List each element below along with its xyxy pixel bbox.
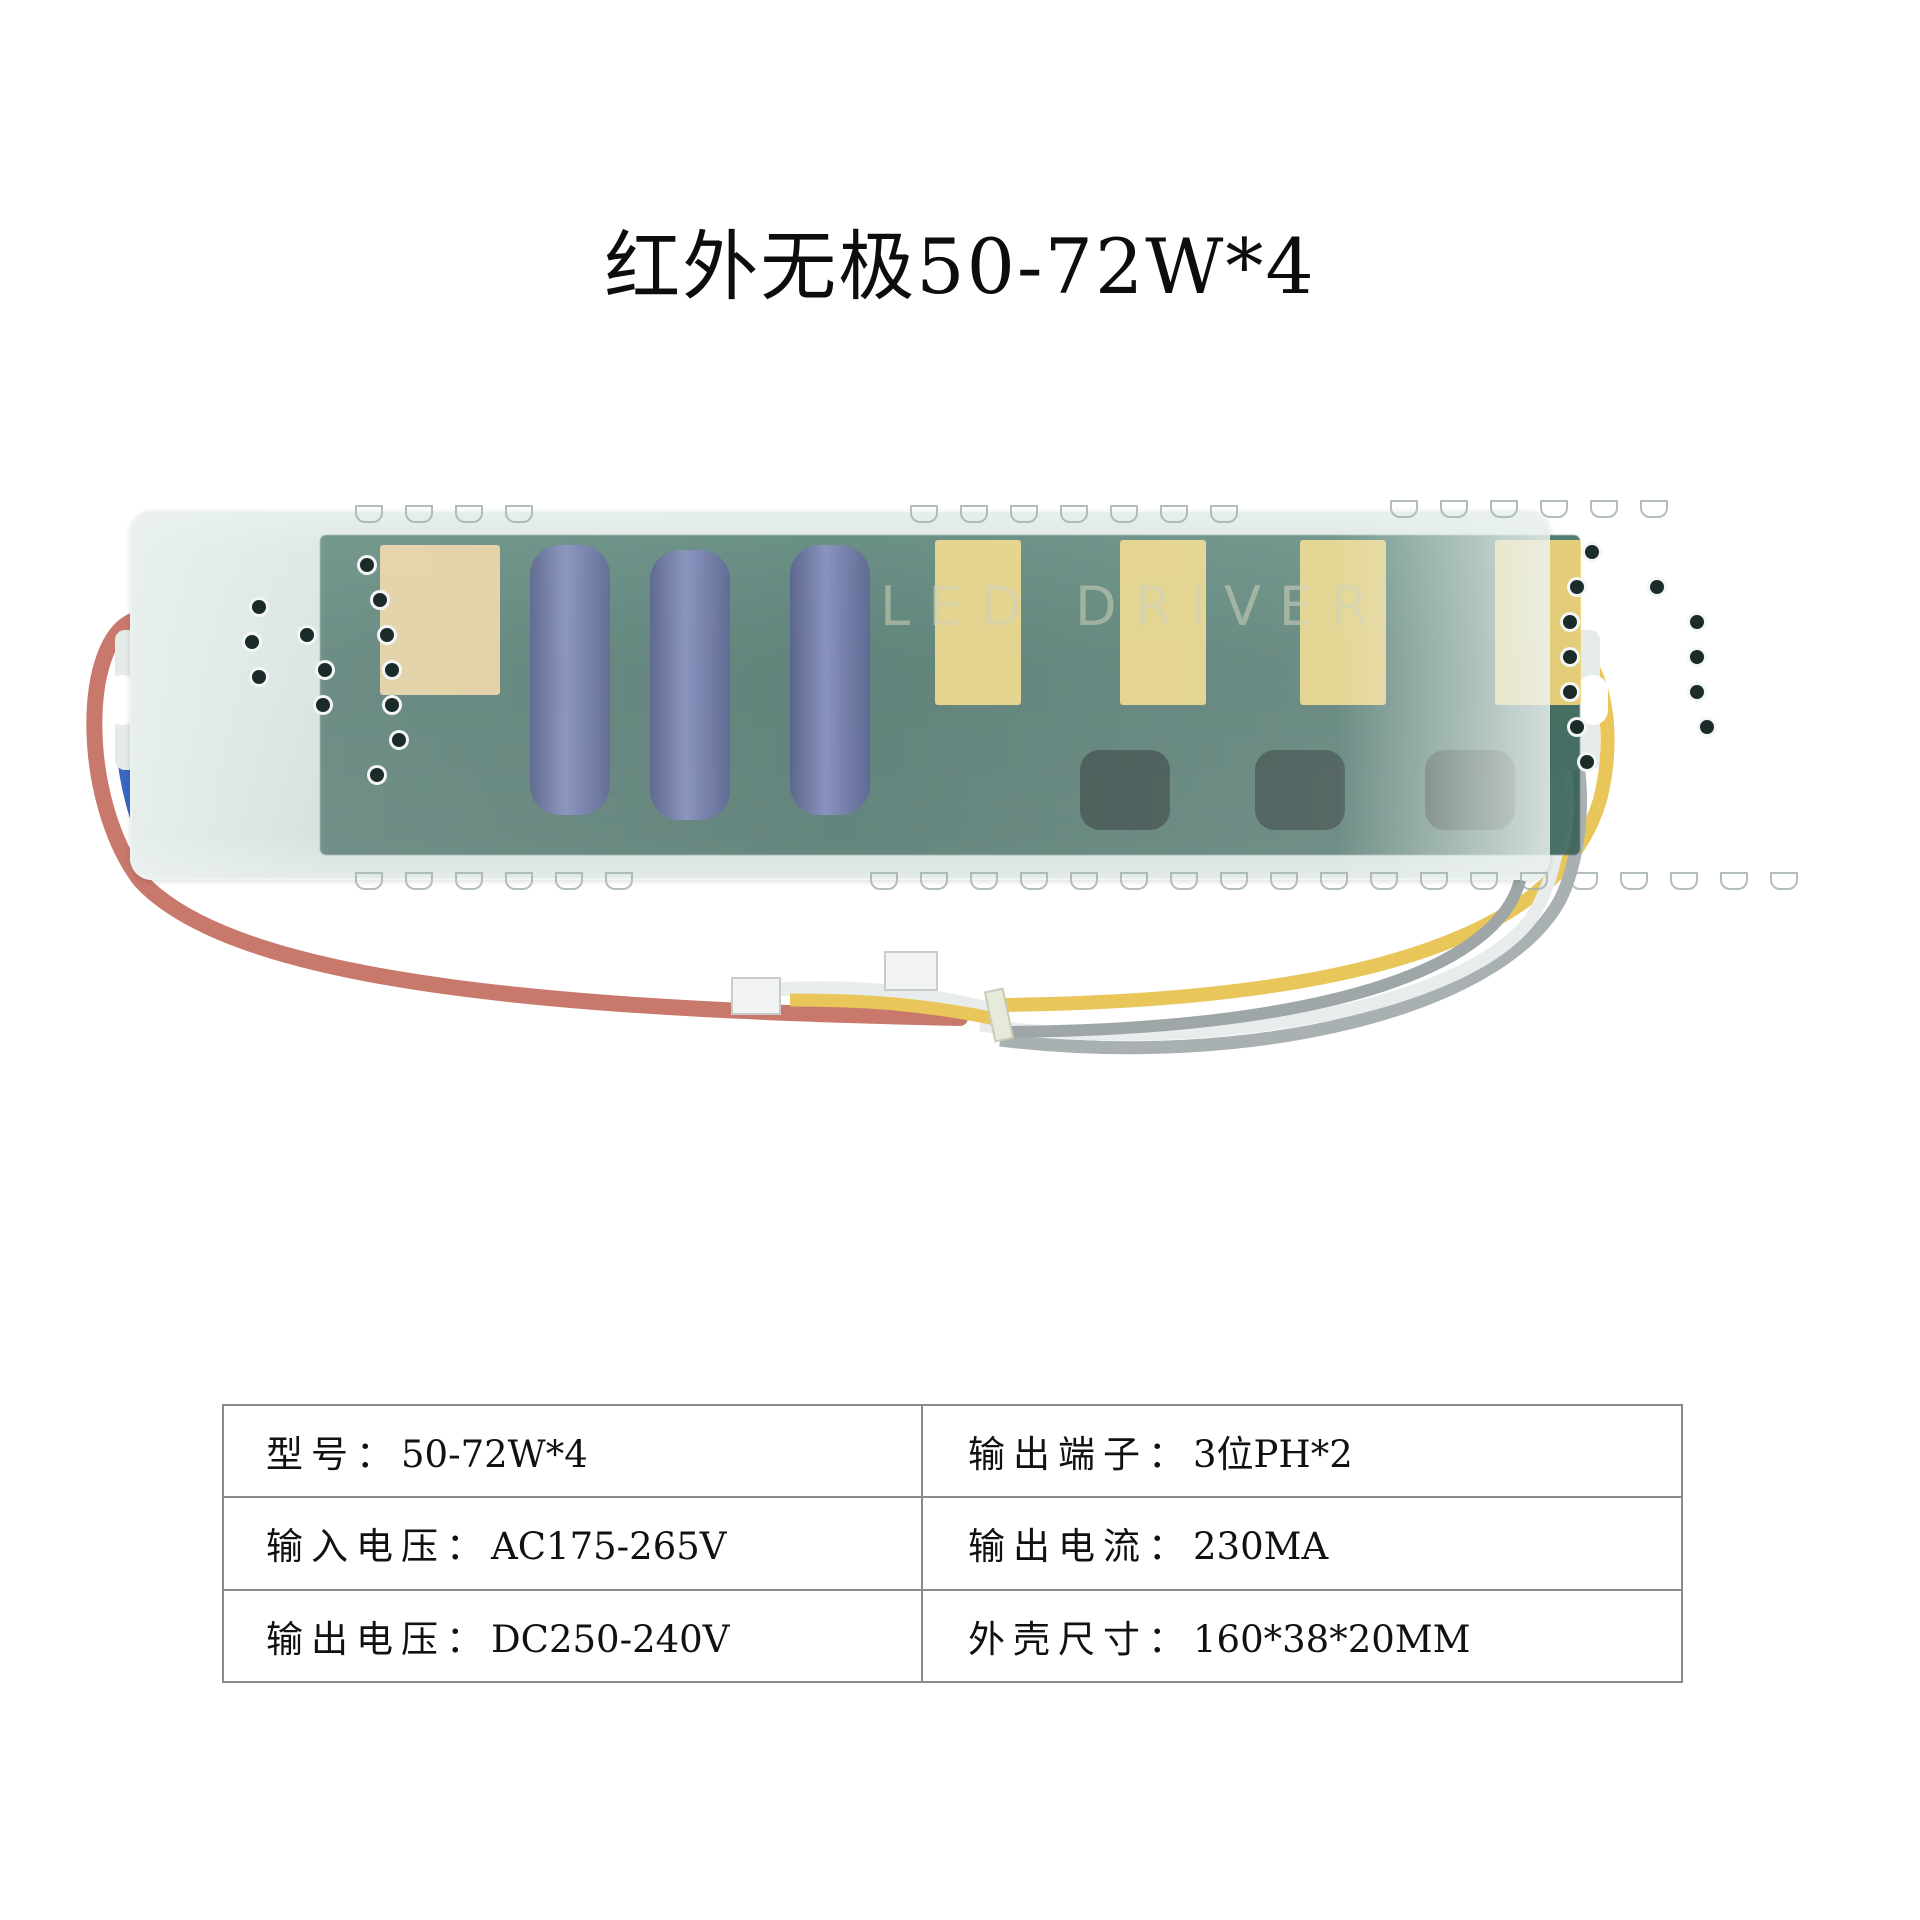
spec-value: 160*38*20MM (1193, 1617, 1471, 1661)
vent-row-top (355, 505, 533, 523)
spec-label: 外壳尺寸： (968, 1617, 1193, 1661)
spec-value: 3位PH*2 (1193, 1433, 1353, 1477)
spec-label: 输出电压： (266, 1617, 491, 1661)
vent-row-bottom (870, 872, 1798, 890)
vent-row-top (910, 505, 1238, 523)
table-row: 输出电压：DC250-240V 外壳尺寸：160*38*20MM (222, 1588, 1683, 1684)
frosted-cover (130, 510, 1550, 880)
spec-cell-model: 型号：50-72W*4 (222, 1403, 923, 1499)
vent-row-bottom (355, 872, 633, 890)
spec-cell-input-voltage: 输入电压：AC175-265V (222, 1496, 923, 1591)
spec-cell-output-terminal: 输出端子：3位PH*2 (921, 1403, 1683, 1499)
spec-value: AC175-265V (491, 1525, 727, 1569)
spec-cell-housing-size: 外壳尺寸：160*38*20MM (921, 1588, 1683, 1684)
spec-cell-output-current: 输出电流：230MA (921, 1496, 1683, 1591)
spec-label: 输出端子： (968, 1433, 1193, 1477)
spec-value: 230MA (1193, 1525, 1329, 1569)
spec-table: 型号：50-72W*4 输出端子：3位PH*2 输入电压：AC175-265V … (222, 1403, 1683, 1684)
spec-label: 输入电压： (266, 1525, 491, 1569)
vent-row-top (1390, 500, 1668, 518)
spec-value: DC250-240V (491, 1617, 730, 1661)
product-title: 红外无极50-72W*4 (604, 222, 1316, 311)
spec-cell-output-voltage: 输出电压：DC250-240V (222, 1588, 923, 1684)
spec-label: 型号： (266, 1433, 401, 1477)
spec-value: 50-72W*4 (401, 1433, 588, 1477)
table-row: 型号：50-72W*4 输出端子：3位PH*2 (222, 1403, 1683, 1499)
spec-label: 输出电流： (968, 1525, 1193, 1569)
table-row: 输入电压：AC175-265V 输出电流：230MA (222, 1496, 1683, 1591)
